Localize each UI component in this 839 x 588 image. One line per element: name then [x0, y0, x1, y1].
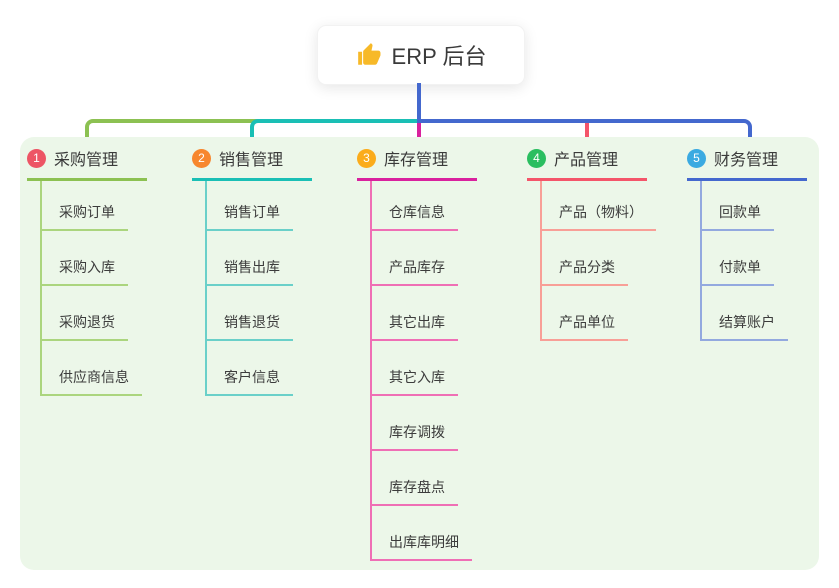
child-node[interactable]: 仓库信息 [372, 181, 507, 231]
branch-inventory-children: 仓库信息 产品库存 其它出库 其它入库 库存调拨 库存盘点 出库库明细 [370, 181, 507, 561]
branch-inventory-heading[interactable]: 3 库存管理 [357, 146, 477, 181]
child-node[interactable]: 产品（物料） [542, 181, 677, 231]
branch-label: 财务管理 [714, 152, 779, 169]
child-label: 销售订单 [207, 202, 293, 231]
child-node[interactable]: 回款单 [702, 181, 837, 231]
branch-index-badge: 1 [27, 148, 46, 168]
child-label: 采购订单 [42, 202, 128, 231]
root-connector [417, 83, 421, 123]
child-node[interactable]: 销售订单 [207, 181, 342, 231]
child-node[interactable]: 采购退货 [42, 286, 177, 341]
branch-index-badge: 3 [357, 148, 376, 168]
branch-product: 4 产品管理 产品（物料） 产品分类 产品单位 [527, 146, 677, 341]
branch-product-children: 产品（物料） 产品分类 产品单位 [540, 181, 677, 341]
child-node[interactable]: 库存盘点 [372, 451, 507, 506]
branch-sales-heading[interactable]: 2 销售管理 [192, 146, 312, 181]
child-node[interactable]: 客户信息 [207, 341, 342, 396]
branch-label: 采购管理 [54, 152, 119, 169]
child-label: 回款单 [702, 202, 774, 231]
child-label: 出库库明细 [372, 532, 472, 561]
branch-index-badge: 4 [527, 148, 546, 168]
branch-sales-children: 销售订单 销售出库 销售退货 客户信息 [205, 181, 342, 396]
branch-purchase-children: 采购订单 采购入库 采购退货 供应商信息 [40, 181, 177, 396]
child-node[interactable]: 付款单 [702, 231, 837, 286]
child-label: 产品分类 [542, 257, 628, 286]
child-label: 销售出库 [207, 257, 293, 286]
child-label: 库存调拨 [372, 422, 458, 451]
root-node[interactable]: ERP 后台 [317, 25, 525, 85]
child-label: 库存盘点 [372, 477, 458, 506]
child-label: 产品库存 [372, 257, 458, 286]
child-node[interactable]: 产品库存 [372, 231, 507, 286]
branch-purchase-heading[interactable]: 1 采购管理 [27, 146, 147, 181]
child-label: 其它入库 [372, 367, 458, 396]
branch-finance-heading[interactable]: 5 财务管理 [687, 146, 807, 181]
branch-label: 销售管理 [219, 152, 284, 169]
child-node[interactable]: 销售出库 [207, 231, 342, 286]
child-node[interactable]: 出库库明细 [372, 506, 507, 561]
child-label: 销售退货 [207, 312, 293, 341]
root-title: ERP 后台 [391, 44, 487, 69]
child-label: 结算账户 [702, 312, 788, 341]
branch-label: 产品管理 [554, 152, 619, 169]
branch-inventory: 3 库存管理 仓库信息 产品库存 其它出库 其它入库 库存调拨 库存盘点 出库库… [357, 146, 507, 561]
child-node[interactable]: 销售退货 [207, 286, 342, 341]
thumbs-up-icon [356, 42, 382, 68]
child-label: 产品（物料） [542, 202, 656, 231]
branch-finance-children: 回款单 付款单 结算账户 [700, 181, 837, 341]
child-label: 采购退货 [42, 312, 128, 341]
branch-label: 库存管理 [384, 152, 449, 169]
child-node[interactable]: 其它出库 [372, 286, 507, 341]
child-node[interactable]: 其它入库 [372, 341, 507, 396]
child-node[interactable]: 库存调拨 [372, 396, 507, 451]
branch-product-heading[interactable]: 4 产品管理 [527, 146, 647, 181]
branch-purchase: 1 采购管理 采购订单 采购入库 采购退货 供应商信息 [27, 146, 177, 396]
child-node[interactable]: 采购入库 [42, 231, 177, 286]
child-label: 付款单 [702, 257, 774, 286]
branches-panel [20, 137, 819, 570]
child-node[interactable]: 产品单位 [542, 286, 677, 341]
branch-sales: 2 销售管理 销售订单 销售出库 销售退货 客户信息 [192, 146, 342, 396]
child-label: 仓库信息 [372, 202, 458, 231]
child-label: 供应商信息 [42, 367, 142, 396]
child-node[interactable]: 采购订单 [42, 181, 177, 231]
child-label: 采购入库 [42, 257, 128, 286]
branch-finance: 5 财务管理 回款单 付款单 结算账户 [687, 146, 837, 341]
child-node[interactable]: 产品分类 [542, 231, 677, 286]
child-label: 客户信息 [207, 367, 293, 396]
branch-index-badge: 2 [192, 148, 211, 168]
child-node[interactable]: 供应商信息 [42, 341, 177, 396]
child-node[interactable]: 结算账户 [702, 286, 837, 341]
child-label: 产品单位 [542, 312, 628, 341]
branch-index-badge: 5 [687, 148, 706, 168]
child-label: 其它出库 [372, 312, 458, 341]
